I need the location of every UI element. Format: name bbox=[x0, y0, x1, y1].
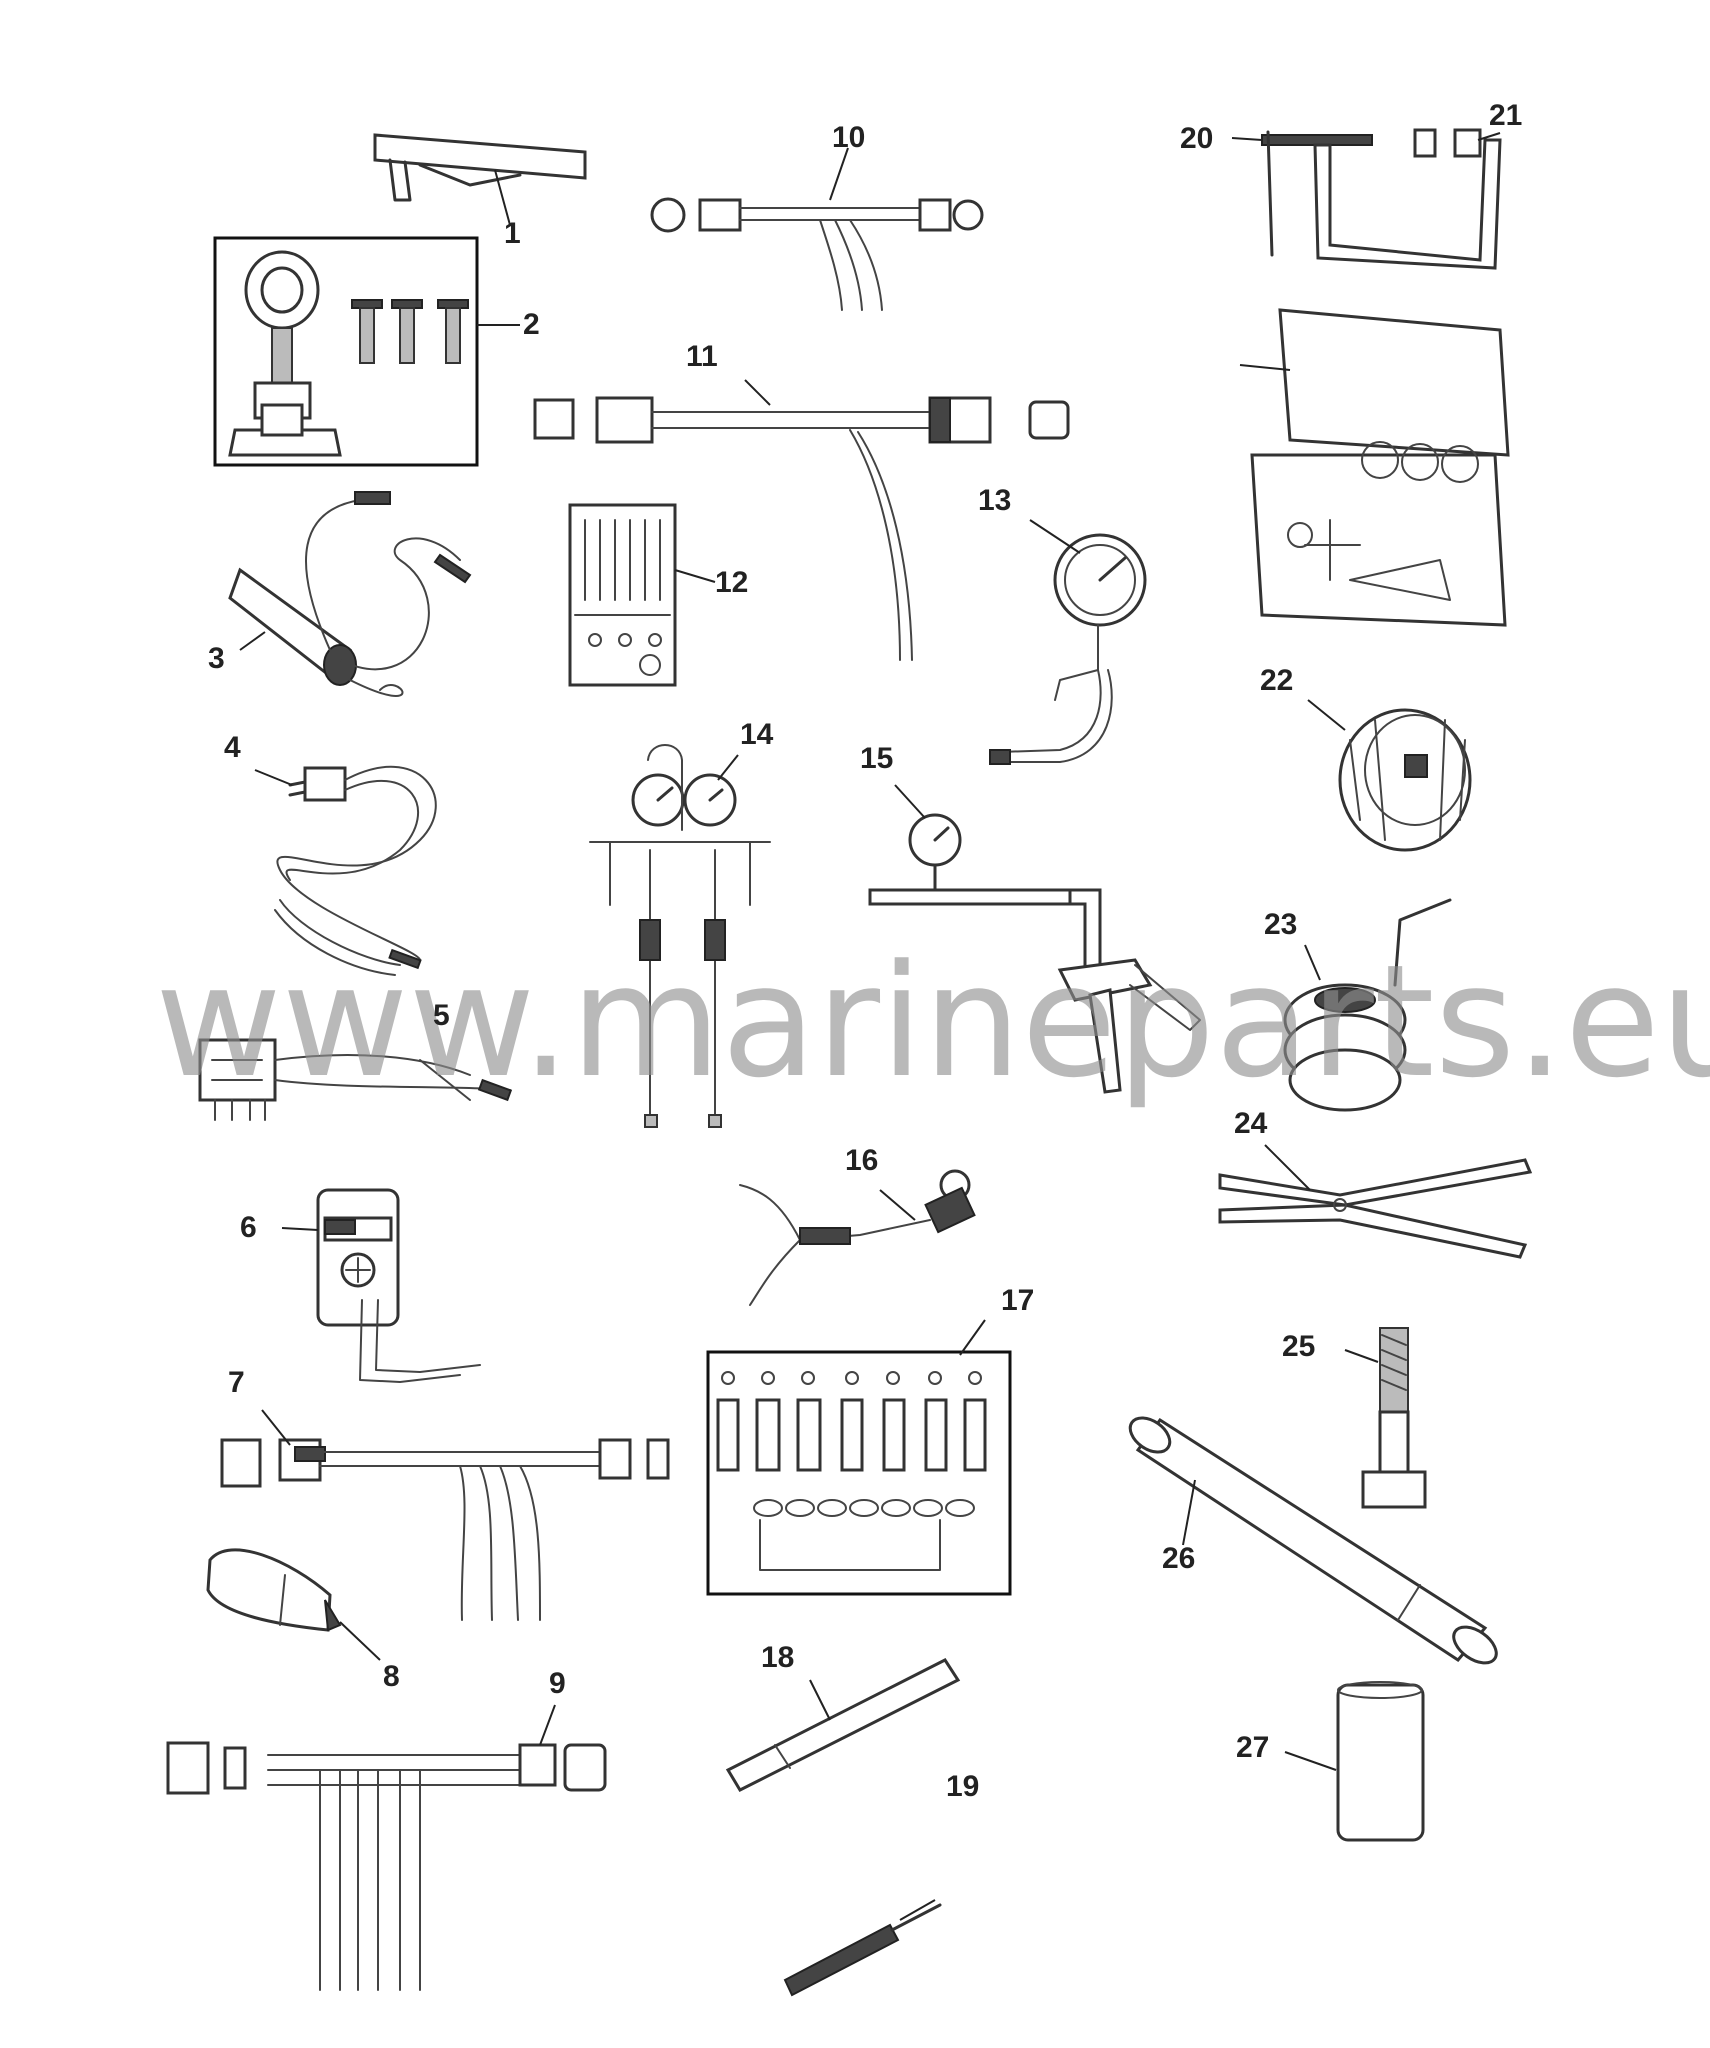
callout-10: 10 bbox=[832, 121, 865, 154]
part-3-inductive-pickup bbox=[228, 491, 472, 697]
callout-14: 14 bbox=[740, 718, 774, 751]
callout-11: 11 bbox=[686, 340, 718, 373]
callout-4: 4 bbox=[224, 731, 241, 764]
part-17-box bbox=[706, 1350, 1012, 1596]
part-1-bracket-tool bbox=[373, 133, 587, 226]
callout-19: 19 bbox=[946, 1770, 979, 1803]
callout-22: 22 bbox=[1260, 664, 1293, 697]
part-4-test-leads bbox=[254, 766, 437, 976]
callout-20: 20 bbox=[1180, 122, 1213, 155]
part-9-wiring-harness bbox=[166, 1704, 607, 1991]
part-16-lead-tester bbox=[739, 1169, 976, 1306]
callout-9: 9 bbox=[549, 1667, 566, 1700]
callout-7: 7 bbox=[228, 1366, 245, 1399]
part-19-brush bbox=[783, 1899, 942, 1997]
callout-23: 23 bbox=[1264, 908, 1297, 941]
callout-1: 1 bbox=[504, 217, 521, 250]
part-22-filter-wrench bbox=[1307, 699, 1472, 852]
part-2-lifting-eye-kit bbox=[213, 236, 520, 467]
part-2-box bbox=[213, 236, 479, 467]
callout-24: 24 bbox=[1234, 1107, 1268, 1140]
part-17-bit-set bbox=[706, 1319, 1012, 1596]
callout-17: 17 bbox=[1001, 1284, 1034, 1317]
callout-labels: 1 2 3 4 5 6 7 8 9 10 11 12 13 14 15 16 1… bbox=[208, 99, 1522, 1803]
callout-21: 21 bbox=[1489, 99, 1522, 132]
tool-case-kit bbox=[1239, 308, 1510, 627]
callout-27: 27 bbox=[1236, 1731, 1269, 1764]
part-24-pliers bbox=[1218, 1144, 1533, 1259]
callout-8: 8 bbox=[383, 1660, 400, 1693]
callout-5: 5 bbox=[433, 999, 450, 1032]
part-8-nose-cap bbox=[206, 1548, 381, 1661]
callout-25: 25 bbox=[1282, 1330, 1315, 1363]
part-7-sensor-harness bbox=[220, 1409, 670, 1621]
part-23-spring-tool bbox=[1283, 898, 1452, 1112]
part-14-manifold-gauges bbox=[589, 744, 771, 1128]
callout-6: 6 bbox=[240, 1211, 257, 1244]
callout-26: 26 bbox=[1162, 1542, 1195, 1575]
watermark-text: www.marineparts.eu bbox=[155, 931, 1710, 1112]
part-26-driver-shaft bbox=[1128, 1416, 1498, 1665]
part-12-bit-case bbox=[568, 503, 716, 687]
callout-15: 15 bbox=[860, 742, 893, 775]
part-20-21-clamp bbox=[1231, 128, 1502, 270]
part-5-jumper-harness bbox=[198, 1038, 513, 1121]
callout-3: 3 bbox=[208, 642, 225, 675]
part-15-pressure-tester bbox=[868, 784, 1201, 1094]
callout-2: 2 bbox=[523, 308, 540, 341]
part-18-drift bbox=[725, 1658, 961, 1792]
part-10-connector-harness bbox=[650, 147, 984, 311]
callout-16: 16 bbox=[845, 1144, 878, 1177]
callout-13: 13 bbox=[978, 484, 1011, 517]
callout-12: 12 bbox=[715, 566, 748, 599]
part-27-sleeve bbox=[1284, 1681, 1425, 1842]
callout-18: 18 bbox=[761, 1641, 794, 1674]
part-25-bolt bbox=[1344, 1327, 1427, 1509]
part-13-gauge bbox=[989, 519, 1147, 765]
part-11-long-harness bbox=[533, 379, 1070, 661]
part-6-multimeter bbox=[281, 1188, 481, 1383]
